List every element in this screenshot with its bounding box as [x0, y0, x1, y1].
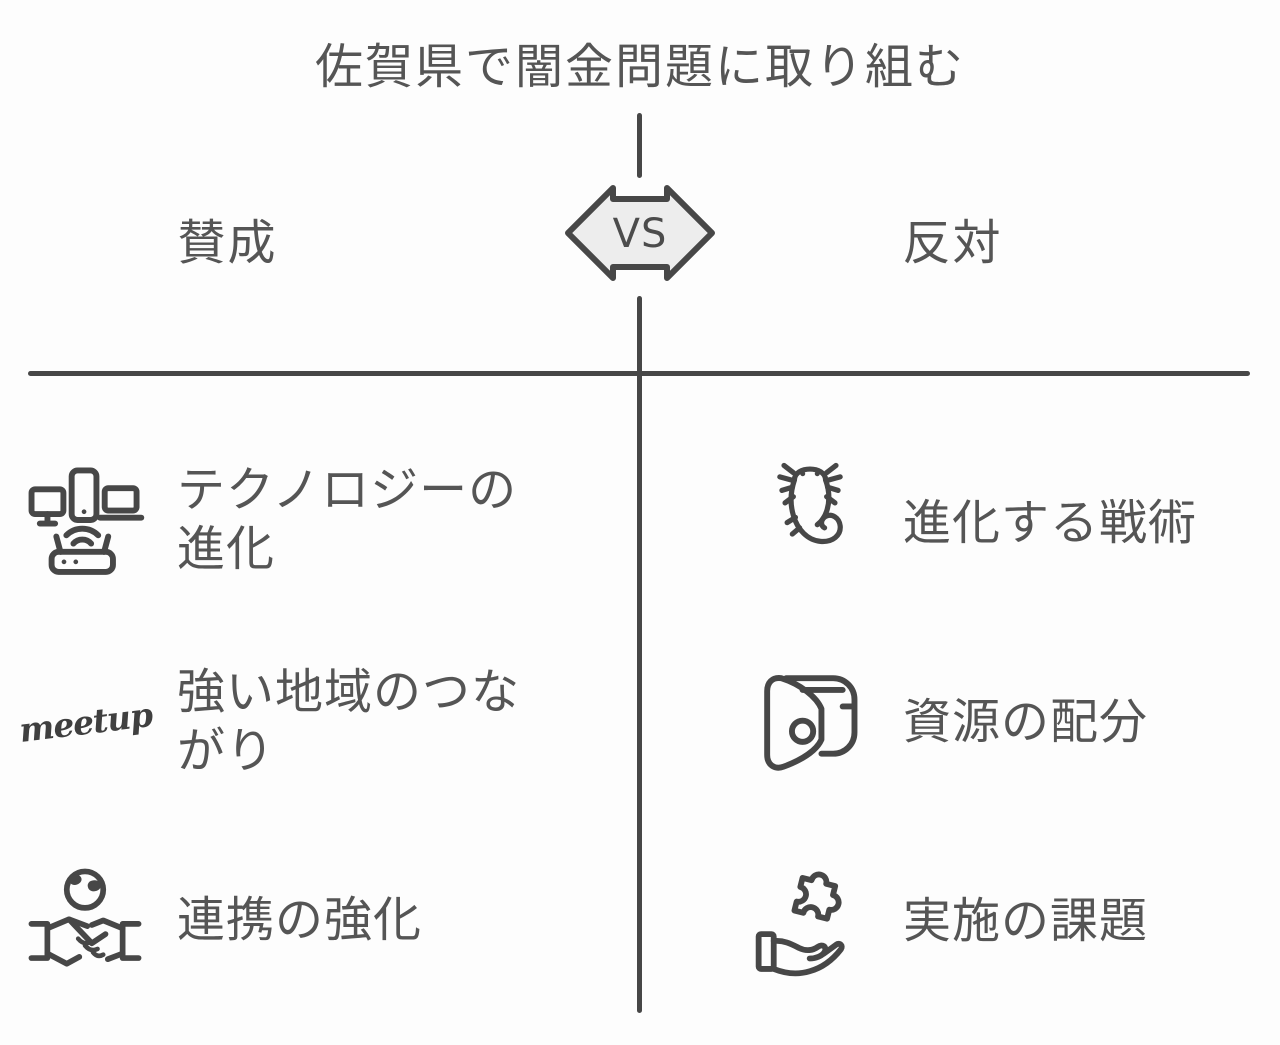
- con-item-label-3: 実施の課題: [903, 893, 1149, 949]
- meetup-logo-text: meetup: [17, 694, 155, 750]
- vs-arrow-icon: VS: [565, 185, 715, 281]
- con-item-label-2: 資源の配分: [903, 694, 1149, 750]
- con-column-header: 反対: [902, 215, 1003, 271]
- horizontal-divider: [28, 371, 1250, 376]
- hand-puzzle-icon: [755, 871, 845, 977]
- vs-label: VS: [613, 211, 668, 257]
- vertical-divider-top: [637, 113, 642, 178]
- page-title: 佐賀県で闇金問題に取り組む: [314, 39, 965, 95]
- pro-item-label-2: 強い地域のつながり: [177, 664, 521, 779]
- con-item-label-1: 進化する戦術: [903, 495, 1198, 551]
- pro-column-header: 賛成: [177, 215, 278, 271]
- axolotl-icon: [777, 462, 843, 544]
- vertical-divider-bottom: [637, 296, 642, 1013]
- vs-badge: VS: [563, 171, 717, 295]
- pro-item-label-3: 連携の強化: [177, 892, 423, 948]
- wallet-icon: [764, 675, 858, 771]
- devices-network-icon: [28, 467, 145, 575]
- handshake-globe-icon: [28, 868, 142, 967]
- pro-item-label-1: テクノロジーの進化: [177, 462, 518, 577]
- meetup-logo: meetup: [18, 690, 155, 754]
